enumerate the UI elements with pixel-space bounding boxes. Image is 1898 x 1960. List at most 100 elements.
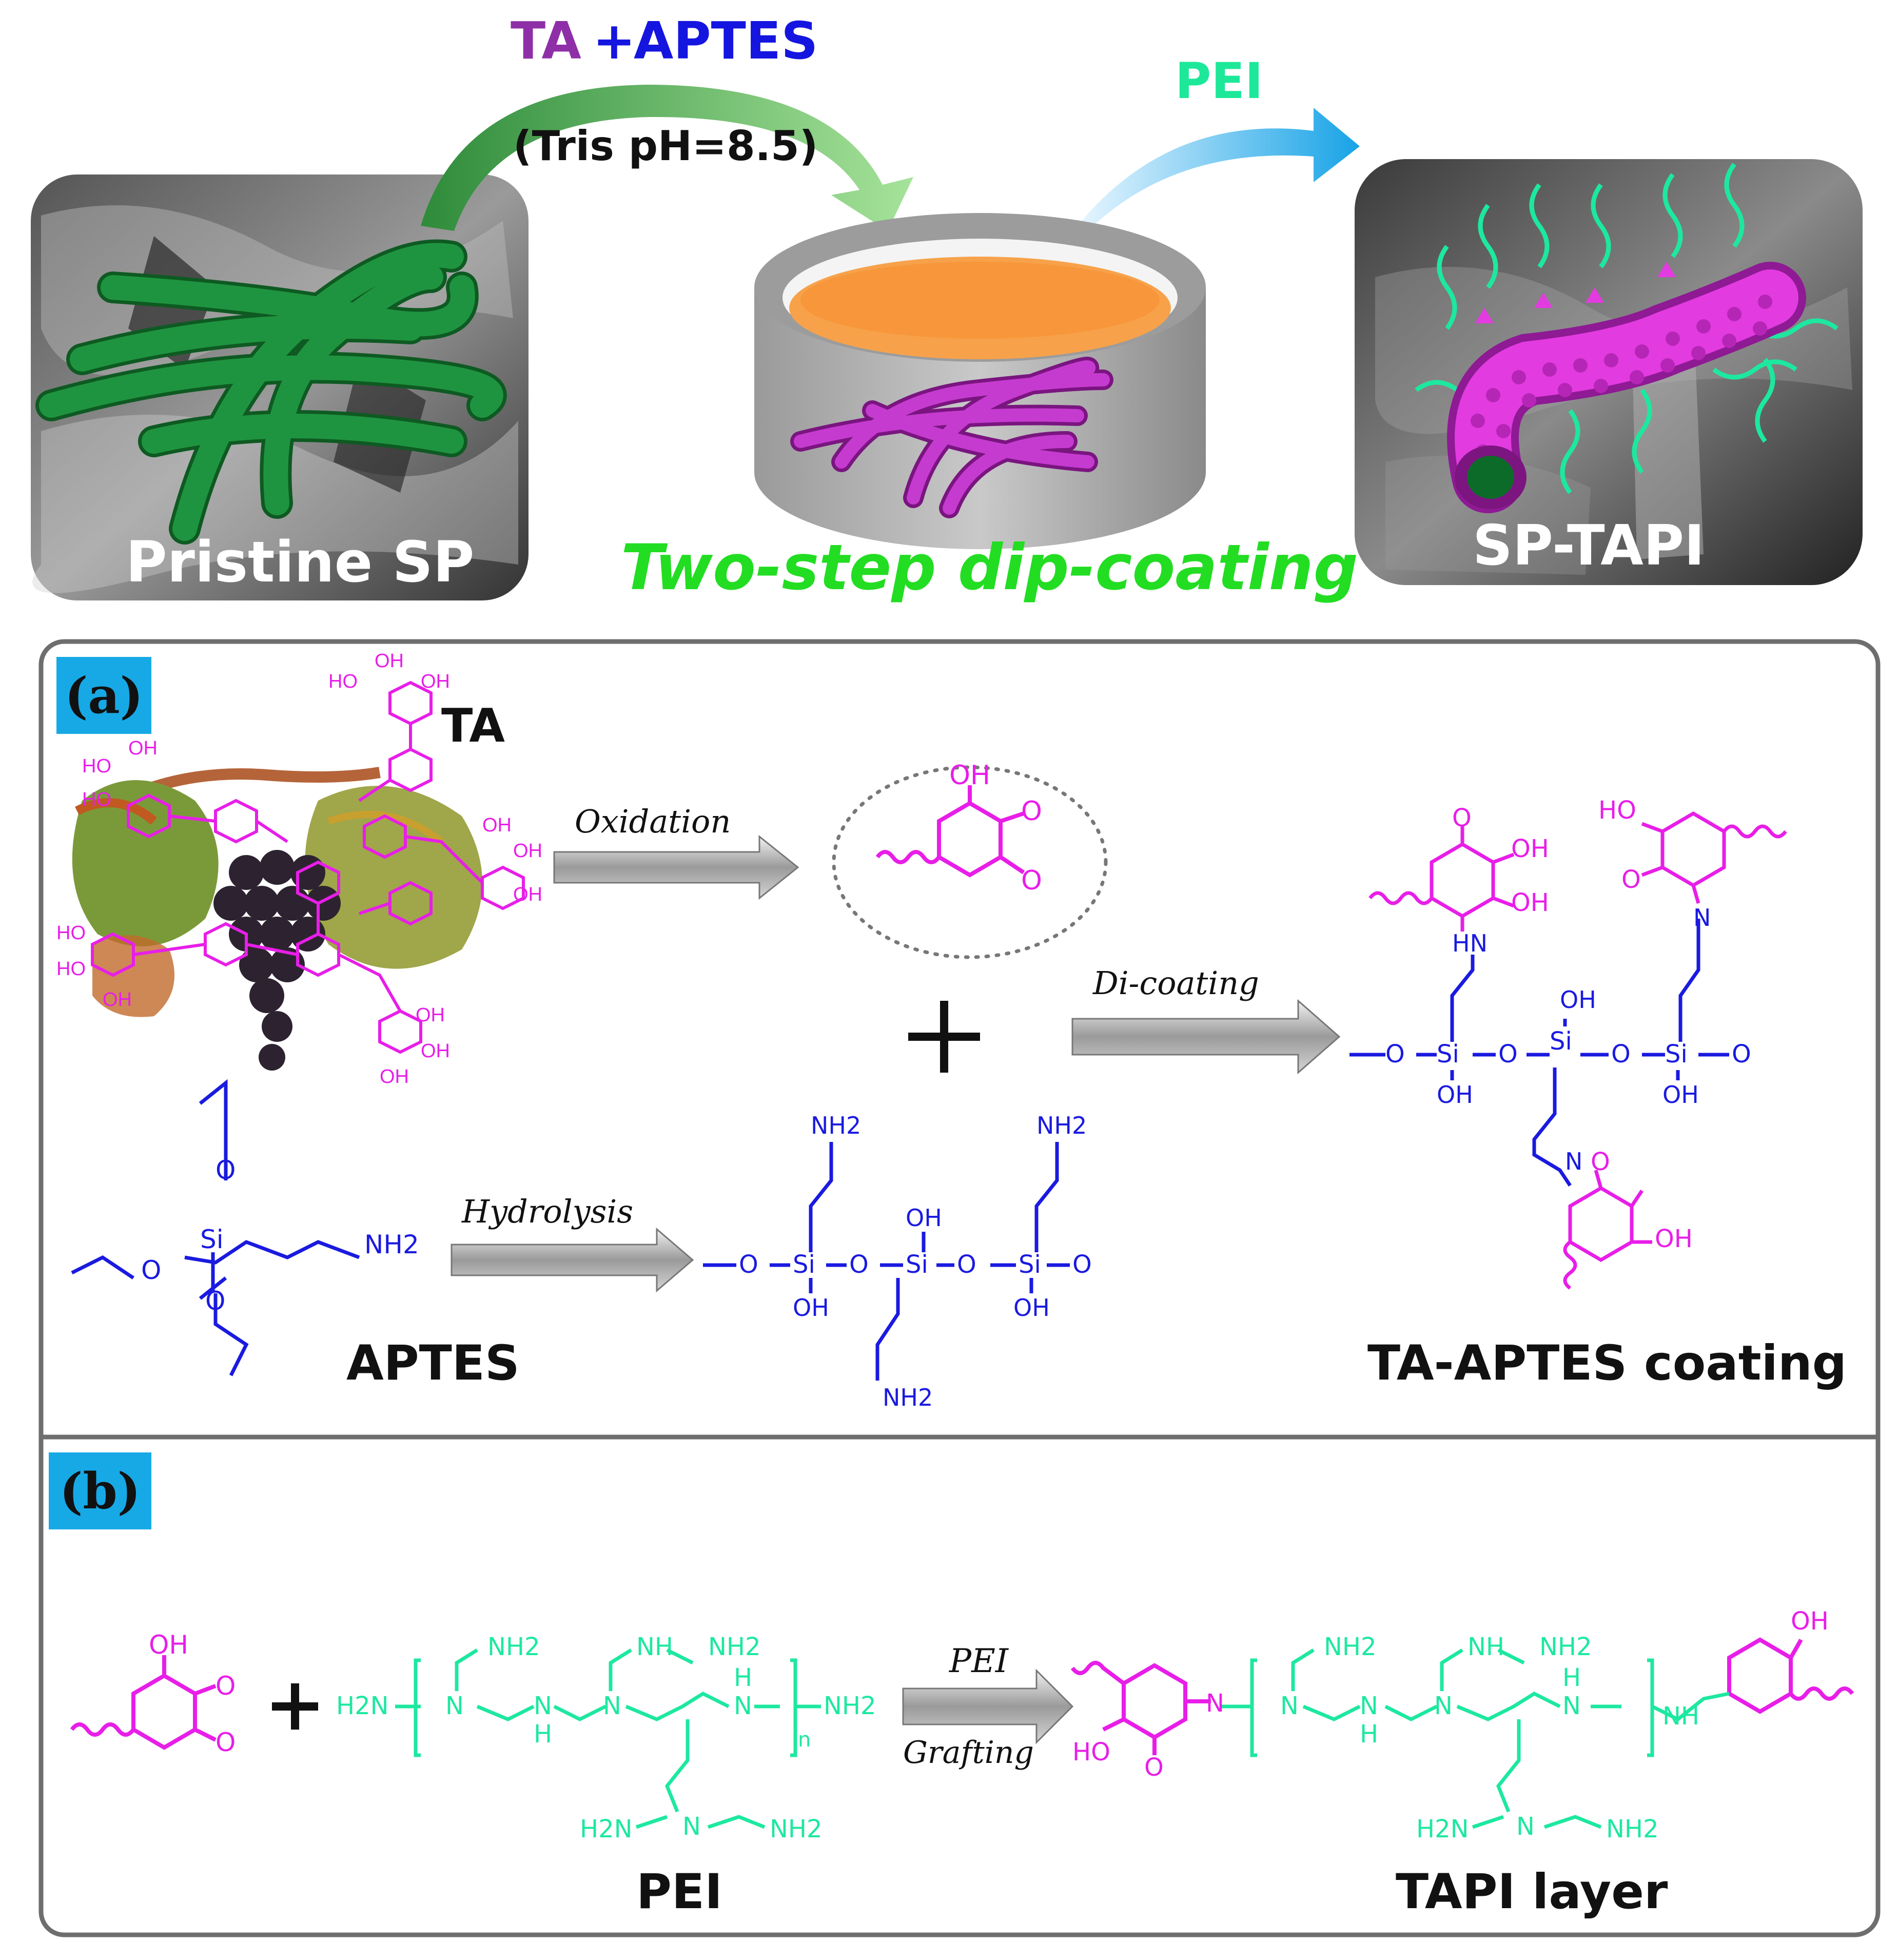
hyd-si1: Si [793, 1252, 815, 1277]
prod-n1: N [1693, 906, 1711, 929]
tapi-ring-right [1729, 1640, 1852, 1712]
pei-nh2-a: NH2 [487, 1635, 540, 1659]
ta-oh-15: OH [380, 1066, 409, 1088]
ta-oh-10: HO [56, 922, 86, 944]
prod-oh3: OH [1662, 1083, 1699, 1107]
ta-oh-1: HO [328, 671, 358, 692]
ta-oh-8: OH [513, 840, 542, 862]
tapi-n: N [1206, 1691, 1224, 1716]
hyd-nh2-1: NH2 [811, 1114, 861, 1137]
tapi-pei-chain [1221, 1650, 1729, 1827]
pei-label: PEI [636, 1868, 722, 1916]
pei-n2: N [603, 1694, 621, 1718]
prod-si2: Si [1550, 1029, 1572, 1054]
ta-oh-11: HO [56, 958, 86, 980]
b-quinone-oh: OH [149, 1632, 188, 1658]
prod-oh1: OH [1437, 1083, 1473, 1107]
prod-si3: Si [1665, 1042, 1688, 1066]
pei-n1: N [445, 1694, 464, 1718]
prod-o1: O [1385, 1042, 1405, 1066]
hyd-nh2-2: NH2 [883, 1386, 933, 1409]
grafting-top-label: PEI [949, 1645, 1008, 1678]
hyd-o3: O [957, 1252, 976, 1277]
tapi-h-1: H [1360, 1722, 1378, 1746]
aptes-o2: O [141, 1257, 161, 1283]
ta-label: TA [441, 703, 505, 749]
prod-q3-o: O [1591, 1150, 1610, 1174]
prod-q1-oh1: OH [1511, 837, 1549, 861]
hyd-oh-top: OH [906, 1206, 942, 1230]
ta-oh-7: OH [482, 814, 512, 836]
hyd-o1: O [739, 1252, 758, 1277]
ta-oh-12: OH [103, 989, 132, 1011]
tapi-nh-1: N [1360, 1694, 1378, 1718]
aptes-si: Si [200, 1227, 224, 1252]
tapi-h-2: H [1562, 1665, 1581, 1690]
prod-q3-oh: OH [1655, 1227, 1693, 1251]
ta-oh-4: OH [128, 738, 158, 759]
hydrolysis-arrow-icon [452, 1229, 693, 1291]
ta-aptes-coating-label: TA-APTES coating [1367, 1340, 1847, 1388]
ta-oh-3: OH [421, 671, 450, 692]
hyd-nh2-3: NH2 [1036, 1114, 1087, 1137]
aptes-o3: O [205, 1288, 225, 1314]
prod-si1: Si [1437, 1042, 1459, 1066]
tapi-nh2-b: NH2 [1539, 1635, 1592, 1659]
hydrolysis-label: Hydrolysis [462, 1196, 633, 1228]
hyd-o2: O [849, 1252, 869, 1277]
quinone-o2: O [1021, 867, 1042, 894]
tapi-nh-top: NH [1467, 1635, 1504, 1659]
pei-n3: N [734, 1694, 752, 1718]
dicoating-label: Di-coating [1093, 967, 1259, 999]
b-quinone-o2: O [216, 1730, 236, 1755]
pei-nh2-end: NH2 [824, 1694, 876, 1718]
plus-icon [908, 1001, 980, 1073]
quinone-oh: OH [949, 762, 990, 789]
prod-o3: O [1611, 1042, 1631, 1066]
prod-q2-o: O [1621, 867, 1641, 892]
prod-q2-ho: HO [1598, 798, 1636, 823]
hyd-o4: O [1072, 1252, 1092, 1277]
pei-h-1: H [534, 1722, 552, 1746]
quinone-o1: O [1021, 798, 1042, 825]
pei-nh-top: NH [636, 1635, 673, 1659]
tapi-n3: N [1562, 1694, 1581, 1718]
grafting-bottom-label: Grafting [903, 1737, 1034, 1768]
panel-b-plus: + [0, 0, 1, 1]
hyd-oh3: OH [1013, 1296, 1050, 1319]
ta-oh-9: OH [513, 884, 542, 905]
quinone-b [72, 1655, 216, 1748]
pei-nh-1: N [534, 1694, 552, 1718]
grafting-arrow-icon [903, 1671, 1072, 1742]
tapi-o: O [1144, 1755, 1164, 1780]
tapi-h2n-b: H2N [1416, 1817, 1469, 1841]
oxidation-arrow-icon [554, 837, 798, 898]
pei-structure [395, 1650, 821, 1827]
pei-h2n: H2N [336, 1694, 389, 1718]
tapi-nh2-a: NH2 [1324, 1635, 1377, 1659]
tapi-oh-right: OH [1791, 1609, 1829, 1634]
hyd-oh1: OH [793, 1296, 829, 1319]
tapi-nh-end: NH [1662, 1704, 1699, 1729]
prod-q1-o: O [1452, 806, 1472, 830]
hyd-si3: Si [1019, 1252, 1041, 1277]
prod-q1-oh2: OH [1511, 890, 1549, 915]
prod-o2: O [1498, 1042, 1518, 1066]
pei-n4: N [682, 1814, 701, 1839]
tapi-n1: N [1280, 1694, 1299, 1718]
pei-nh2-c: NH2 [770, 1817, 823, 1841]
prod-oh-top: OH [1560, 988, 1596, 1012]
aptes-nh2: NH2 [364, 1232, 419, 1257]
prod-n2: N [1565, 1150, 1582, 1173]
tapi-nh2-c: NH2 [1606, 1817, 1659, 1841]
ta-oh-5: HO [82, 755, 111, 777]
ta-oh-14: OH [421, 1040, 450, 1062]
hyd-si2: Si [906, 1252, 928, 1277]
pei-h-2: H [734, 1665, 752, 1690]
tapi-ho: HO [1072, 1740, 1110, 1764]
quinone-ring [877, 785, 1024, 875]
prod-o4: O [1732, 1042, 1751, 1066]
prod-hn: HN [1452, 932, 1488, 955]
panel-b-chemistry [0, 1437, 1898, 1935]
